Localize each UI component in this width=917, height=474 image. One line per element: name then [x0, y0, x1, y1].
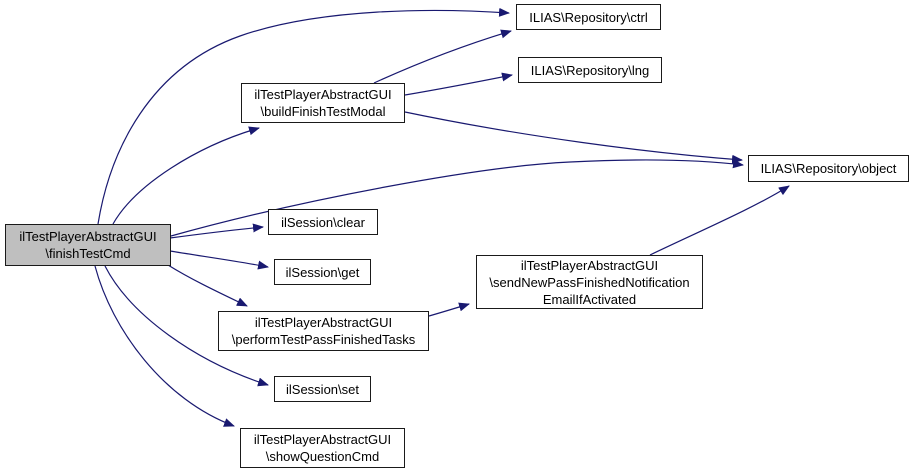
node-object-label: ILIAS\Repository\object	[760, 161, 897, 176]
node-ctrl-label: ILIAS\Repository\ctrl	[529, 9, 648, 25]
edge-finishTestCmd-to-clear	[169, 223, 264, 239]
node-set-label: ilSession\set	[286, 381, 359, 397]
node-finishTestCmd-label: ilTestPlayerAbstractGUI \finishTestCmd	[19, 229, 157, 261]
edge-buildFinishTestModal-to-ctrl	[373, 29, 512, 84]
edge-performTestPassFinishedTasks-to-sendNewPassFinishedNotificationEmailIfActivated	[428, 302, 470, 317]
edge-buildFinishTestModal-to-object	[404, 111, 743, 164]
node-sendNewPassFinishedNotificationEmailIfActivated[interactable]: ilTestPlayerAbstractGUI \sendNewPassFini…	[476, 255, 703, 309]
node-clear-label: ilSession\clear	[281, 214, 365, 230]
node-showQuestionCmd-label: ilTestPlayerAbstractGUI \showQuestionCmd	[253, 432, 392, 464]
edge-buildFinishTestModal-to-lng	[404, 72, 513, 96]
node-performTestPassFinishedTasks-label: ilTestPlayerAbstractGUI \performTestPass…	[231, 315, 416, 347]
node-buildFinishTestModal-label: ilTestPlayerAbstractGUI \buildFinishTest…	[254, 87, 392, 119]
node-finishTestCmd[interactable]: ilTestPlayerAbstractGUI \finishTestCmd	[5, 224, 171, 266]
edge-finishTestCmd-to-get	[169, 250, 269, 270]
edge-finishTestCmd-to-buildFinishTestModal	[112, 126, 260, 225]
node-performTestPassFinishedTasks[interactable]: ilTestPlayerAbstractGUI \performTestPass…	[218, 311, 429, 351]
edge-finishTestCmd-to-set	[104, 265, 269, 387]
node-sendNewPassFinishedNotificationEmailIfActivated-label: ilTestPlayerAbstractGUI \sendNewPassFini…	[489, 257, 690, 307]
node-showQuestionCmd[interactable]: ilTestPlayerAbstractGUI \showQuestionCmd	[240, 428, 405, 468]
node-lng-label: ILIAS\Repository\lng	[530, 62, 650, 78]
node-clear[interactable]: ilSession\clear	[268, 209, 378, 235]
edge-finishTestCmd-to-object	[170, 159, 744, 237]
edge-finishTestCmd-to-showQuestionCmd	[94, 265, 235, 427]
node-lng[interactable]: ILIAS\Repository\lng	[518, 57, 662, 83]
node-ctrl[interactable]: ILIAS\Repository\ctrl	[516, 4, 661, 30]
node-set[interactable]: ilSession\set	[274, 376, 371, 402]
edge-finishTestCmd-to-performTestPassFinishedTasks	[167, 264, 248, 307]
node-object[interactable]: ILIAS\Repository\object	[748, 155, 909, 182]
edge-finishTestCmd-to-ctrl	[97, 7, 510, 225]
node-get-label: ilSession\get	[285, 264, 360, 280]
edge-sendNewPassFinishedNotificationEmailIfActivated-to-object	[649, 185, 790, 256]
node-buildFinishTestModal[interactable]: ilTestPlayerAbstractGUI \buildFinishTest…	[241, 83, 405, 123]
node-get[interactable]: ilSession\get	[274, 259, 371, 285]
